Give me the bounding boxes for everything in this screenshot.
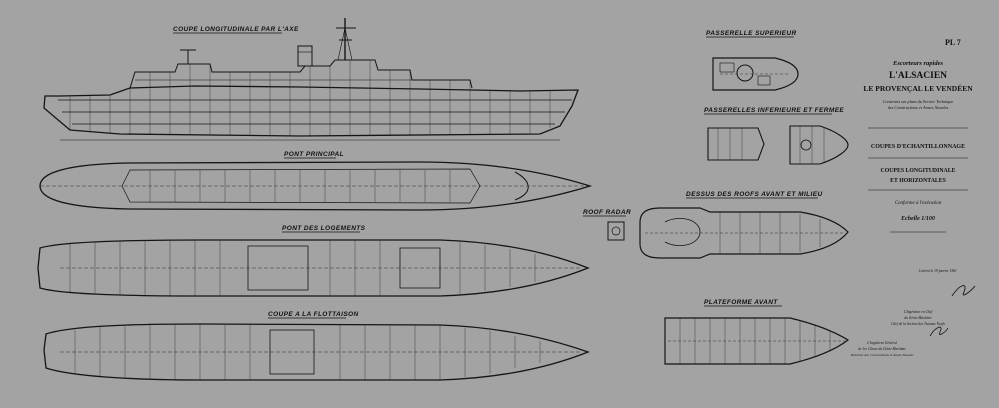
quarters-deck-plan: PONT DES LOGEMENTS: [37, 225, 590, 297]
engineer-left-1: L'Ingénieur Général: [866, 341, 896, 345]
upper-bridge-plan: PASSERELLE SUPERIEUR: [706, 30, 799, 91]
upper-bridge-label: PASSERELLE SUPERIEUR: [706, 30, 797, 37]
engineer-right-1: L'Ingénieur en Chef: [903, 310, 934, 314]
drawing-sub2: ET HORIZONTALES: [890, 178, 946, 184]
waterline-section-label: COUPE A LA FLOTTAISON: [268, 311, 359, 318]
ship-names-line2: LE PROVENÇAL LE VENDÉEN: [863, 83, 973, 93]
scale-note: Echelle 1/100: [900, 216, 935, 222]
lower-bridges-plan: PASSERELLES INFERIEURE ET FERMEE: [704, 107, 849, 165]
plate-number: PL 7: [945, 38, 961, 47]
drawing-title: COUPES D'ECHANTILLONNAGE: [871, 144, 965, 150]
waterline-section-plan: COUPE A LA FLOTTAISON: [43, 311, 590, 381]
ship-type: Escorteurs rapides: [892, 60, 943, 67]
date-line: Lorient le 19 janvier 1961: [918, 269, 957, 273]
signature-mark-center: [929, 326, 949, 337]
engineer-left-2: de 1re Classe du Génie Maritime: [858, 347, 906, 351]
engineer-left-3: Directeur des Constructions et Armes Nav…: [850, 353, 914, 357]
engineer-right-3: Chef de la Section des Travaux Neufs: [891, 322, 945, 326]
forward-platform-plan: PLATEFORME AVANT: [664, 299, 850, 365]
main-deck-label: PONT PRINCIPAL: [284, 151, 344, 158]
quarters-deck-label: PONT DES LOGEMENTS: [282, 225, 366, 232]
roofs-plan: DESSUS DES ROOFS AVANT ET MILIEU ROOF RA…: [583, 191, 849, 259]
ship-names-line1: L'ALSACIEN: [889, 71, 947, 81]
title-block: PL 7 Escorteurs rapides L'ALSACIEN LE PR…: [850, 38, 976, 357]
roofs-label: DESSUS DES ROOFS AVANT ET MILIEU: [686, 191, 823, 198]
source-line1: Construits sur plans du Service Techniqu…: [883, 99, 954, 104]
drawing-sub1: COUPES LONGITUDINALE: [881, 168, 956, 174]
source-line2: des Constructions et Armes Navales: [888, 105, 949, 110]
main-deck-plan: PONT PRINCIPAL: [39, 151, 593, 211]
radar-roof-label: ROOF RADAR: [583, 209, 631, 216]
engineer-right-2: du Génie Maritime: [904, 316, 932, 320]
lower-bridges-label: PASSERELLES INFERIEURE ET FERMEE: [704, 107, 844, 114]
longitudinal-section-label: COUPE LONGITUDINALE PAR L'AXE: [173, 26, 299, 33]
conformity-note: Conforme à l'exécution: [895, 201, 942, 206]
forward-platform-label: PLATEFORME AVANT: [704, 299, 778, 306]
longitudinal-section: COUPE LONGITUDINALE PAR L'AXE: [43, 18, 579, 141]
signature-mark-right: [951, 285, 976, 297]
